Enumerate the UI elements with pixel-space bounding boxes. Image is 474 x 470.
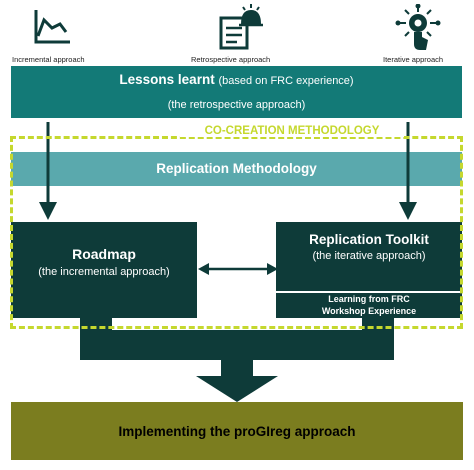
left-down-arrow (36, 122, 60, 222)
lessons-learnt-title: Lessons learnt (119, 72, 215, 87)
toolkit-subtitle: (the iterative approach) (312, 250, 426, 262)
double-arrow (198, 259, 278, 279)
retrospective-icon (215, 4, 263, 50)
merge-bar (80, 330, 394, 360)
roadmap-connector (80, 318, 112, 330)
toolkit-footer-line2: Workshop Experience (321, 306, 417, 316)
toolkit-connector (362, 318, 394, 330)
implementing-title: Implementing the proGIreg approach (118, 424, 356, 439)
implementing-box: Implementing the proGIreg approach (11, 402, 463, 460)
roadmap-title: Roadmap (72, 246, 136, 262)
roadmap-subtitle: (the incremental approach) (38, 266, 170, 278)
toolkit-footer-line1: Learning from FRC (328, 294, 410, 304)
lessons-learnt-suffix: (based on FRC experience) (218, 75, 354, 87)
incremental-approach-label: Incremental approach (12, 55, 85, 64)
right-down-arrow (396, 122, 420, 222)
lessons-learnt-subtitle: (the retrospective approach) (167, 99, 306, 111)
toolkit-title: Replication Toolkit (309, 232, 429, 247)
big-down-arrow (196, 360, 278, 402)
retrospective-approach-label: Retrospective approach (191, 55, 271, 64)
co-creation-label: CO-CREATION METHODOLOGY (180, 125, 404, 137)
lessons-learnt-box: Lessons learnt (based on FRC experience)… (11, 66, 462, 118)
iterative-approach-label: Iterative approach (383, 55, 444, 64)
incremental-icon (30, 6, 76, 48)
iterative-icon (394, 4, 442, 52)
toolkit-divider (276, 291, 462, 293)
roadmap-box: Roadmap (the incremental approach) (11, 222, 197, 318)
replication-toolkit-box: Replication Toolkit (the iterative appro… (276, 222, 462, 318)
replication-methodology-title: Replication Methodology (156, 161, 317, 176)
replication-methodology-band: Replication Methodology (11, 152, 462, 186)
